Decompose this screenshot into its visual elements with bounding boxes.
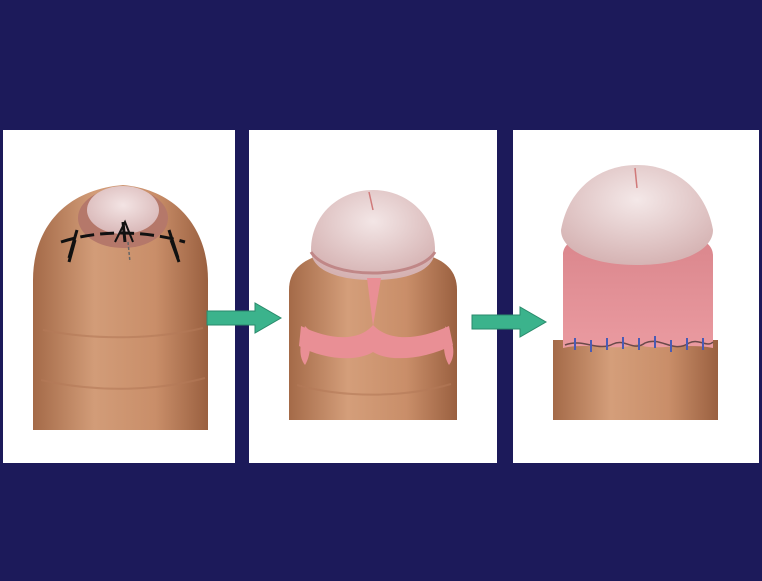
glans-shape xyxy=(561,165,713,265)
right-arrow-icon xyxy=(205,301,283,335)
step-2-panel xyxy=(249,130,497,463)
step-3-panel xyxy=(513,130,759,463)
step-1-panel xyxy=(3,130,235,463)
retracted-skin-illustration xyxy=(249,130,497,463)
sutured-result-illustration xyxy=(513,130,759,463)
shaft-shape xyxy=(553,340,718,420)
right-arrow-icon xyxy=(470,305,548,339)
incision-marking-illustration xyxy=(3,130,235,463)
